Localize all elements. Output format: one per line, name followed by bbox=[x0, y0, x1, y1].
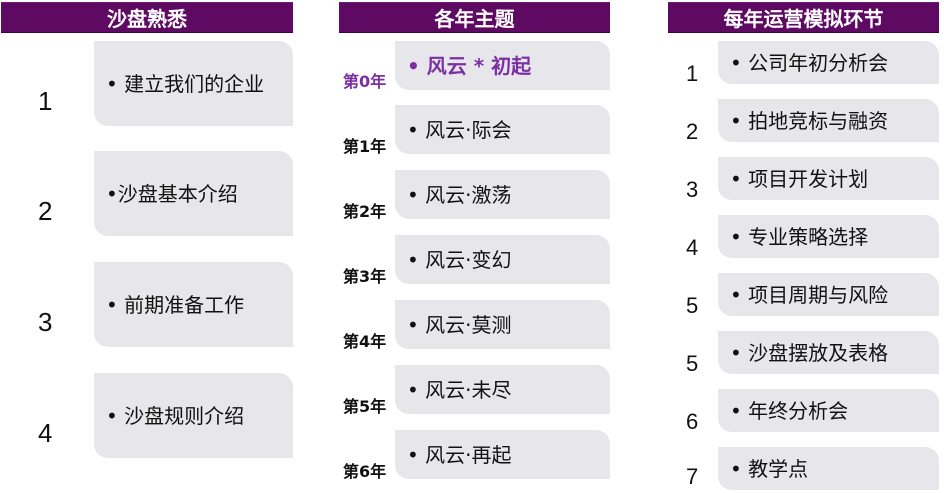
item-number: 4 bbox=[686, 235, 699, 260]
year-label: 第2年 bbox=[343, 202, 387, 221]
list-item: • 专业策略选择 bbox=[718, 215, 939, 258]
list-item: • 风云·未尽 bbox=[395, 365, 610, 414]
list-item-label: • 风云 * 初起 bbox=[407, 53, 532, 78]
list-item-label: • 教学点 bbox=[730, 456, 809, 481]
year-label: 第1年 bbox=[343, 137, 387, 156]
list-item: • 年终分析会 bbox=[718, 389, 939, 432]
list-item: • 沙盘摆放及表格 bbox=[718, 331, 939, 374]
item-number: 2 bbox=[38, 196, 53, 226]
list-item-label: • 风云·未尽 bbox=[407, 377, 512, 402]
year-label: 第4年 bbox=[343, 332, 387, 351]
item-number: 5 bbox=[686, 293, 699, 318]
list-item: • 项目周期与风险 bbox=[718, 273, 939, 316]
list-item-label: • 项目开发计划 bbox=[730, 166, 869, 191]
list-item: • 沙盘规则介绍 bbox=[94, 373, 293, 458]
item-number: 3 bbox=[686, 177, 699, 202]
list-item-label: • 项目周期与风险 bbox=[730, 282, 889, 307]
year-label: 第6年 bbox=[343, 462, 387, 481]
year-label: 第3年 bbox=[343, 267, 387, 286]
list-item: • 拍地竞标与融资 bbox=[718, 99, 939, 142]
header-yearly-themes: 各年主题 bbox=[339, 2, 610, 33]
item-number: 1 bbox=[686, 61, 699, 86]
item-number: 3 bbox=[38, 307, 53, 337]
list-item: • 风云·再起 bbox=[395, 430, 610, 479]
list-item-label: • 建立我们的企业 bbox=[106, 71, 265, 96]
list-item-label: • 风云·际会 bbox=[407, 117, 512, 142]
list-item: • 项目开发计划 bbox=[718, 157, 939, 200]
list-item-label: • 风云·变幻 bbox=[407, 247, 512, 272]
item-number: 4 bbox=[38, 418, 53, 448]
list-item-label: • 专业策略选择 bbox=[730, 224, 869, 249]
list-item-label: • 风云·莫测 bbox=[407, 312, 512, 337]
header-annual-operation-steps: 每年运营模拟环节 bbox=[668, 2, 939, 33]
list-item: • 建立我们的企业 bbox=[94, 41, 293, 126]
list-item-label: • 风云·激荡 bbox=[407, 182, 512, 207]
list-item-label: • 风云·再起 bbox=[407, 442, 512, 467]
list-item: • 风云·变幻 bbox=[395, 235, 610, 284]
header-sandbox-familiarization: 沙盘熟悉 bbox=[1, 2, 293, 33]
list-item-label: • 年终分析会 bbox=[730, 398, 849, 423]
year-label: 第5年 bbox=[343, 397, 387, 416]
item-number: 5 bbox=[686, 351, 699, 376]
list-item: •沙盘基本介绍 bbox=[94, 151, 293, 236]
item-number: 2 bbox=[686, 119, 699, 144]
list-item: • 教学点 bbox=[718, 447, 939, 490]
list-item: • 前期准备工作 bbox=[94, 262, 293, 347]
list-item-label: • 前期准备工作 bbox=[106, 292, 245, 317]
list-item-label: • 沙盘规则介绍 bbox=[106, 403, 245, 428]
list-item-label: • 公司年初分析会 bbox=[730, 50, 889, 75]
year-label: 第0年 bbox=[343, 72, 387, 91]
list-item: • 风云 * 初起 bbox=[395, 41, 610, 90]
list-item: • 风云·莫测 bbox=[395, 300, 610, 349]
list-item: • 风云·激荡 bbox=[395, 170, 610, 219]
list-item: • 风云·际会 bbox=[395, 105, 610, 154]
item-number: 7 bbox=[686, 464, 699, 489]
list-item: • 公司年初分析会 bbox=[718, 41, 939, 84]
list-item-label: •沙盘基本介绍 bbox=[106, 181, 238, 206]
list-item-label: • 拍地竞标与融资 bbox=[730, 108, 889, 133]
list-item-label: • 沙盘摆放及表格 bbox=[730, 340, 889, 365]
item-number: 1 bbox=[38, 86, 53, 116]
item-number: 6 bbox=[686, 409, 699, 434]
